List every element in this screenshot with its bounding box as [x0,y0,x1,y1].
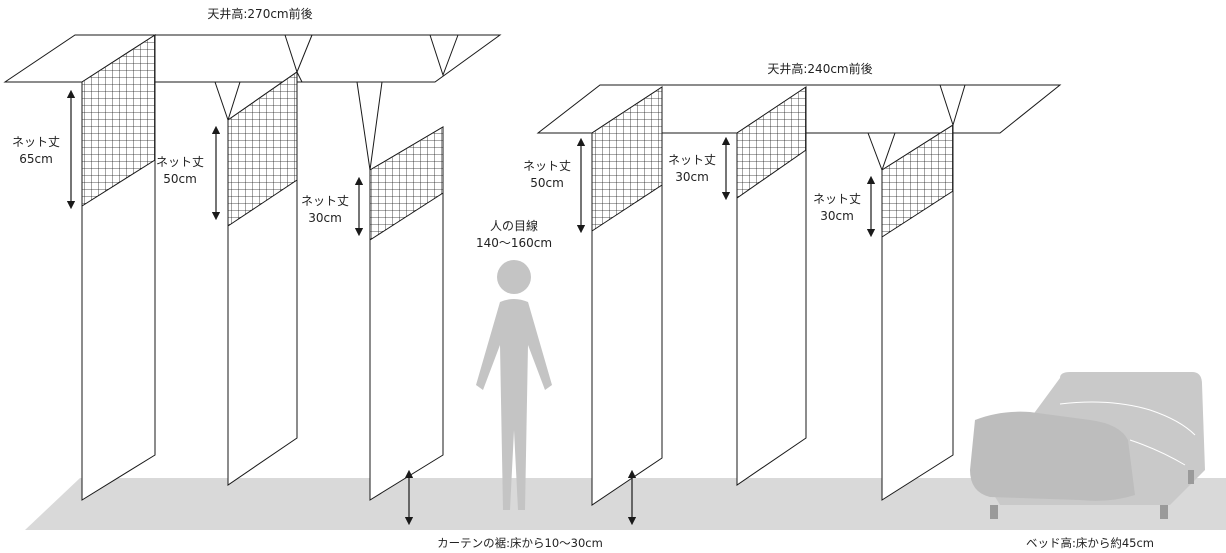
net-label-3-value: 30cm [308,211,342,225]
floor [25,478,1226,530]
eye-line-title: 人の目線 [490,218,538,233]
ceiling-left [3,34,502,83]
net-label-2-value: 50cm [163,172,197,186]
person-figure [476,260,552,510]
net-label-6-title: ネット丈 [813,192,861,206]
net-label-1-title: ネット丈 [12,135,60,149]
net-label-6-value: 30cm [820,209,854,223]
net-label-1-value: 65cm [19,152,53,166]
net-label-3-title: ネット丈 [301,194,349,208]
bed [970,372,1205,519]
net-label-4-value: 50cm [530,176,564,190]
hem-label: カーテンの裾:床から10〜30cm [437,536,603,550]
dimension-arrows [66,89,876,526]
net-label-2-title: ネット丈 [156,155,204,169]
net-label-4-title: ネット丈 [523,159,571,173]
bed-label: ベッド高:床から約45cm [1026,536,1154,550]
net-label-5-title: ネット丈 [668,153,716,167]
ceiling-right-label: 天井高:240cm前後 [767,61,872,76]
ceiling-left-label: 天井高:270cm前後 [207,6,312,21]
net-label-5-value: 30cm [675,170,709,184]
eye-line-value: 140〜160cm [476,236,552,250]
